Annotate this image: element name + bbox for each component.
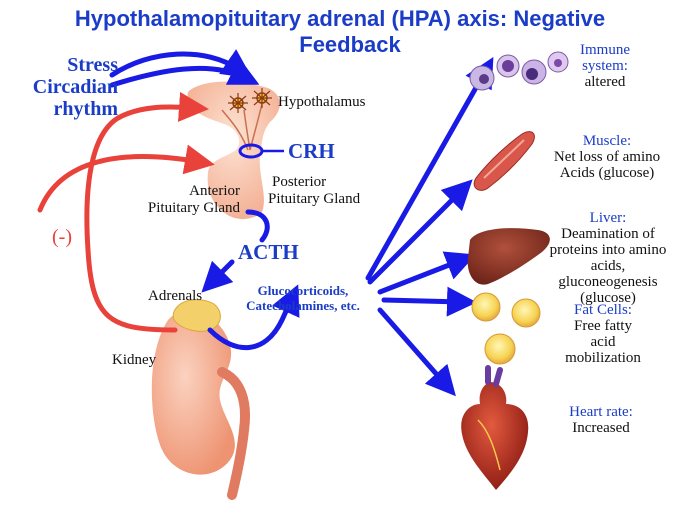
immune-heading: Immune — [580, 42, 630, 58]
stressors-label: Stress Circadian rhythm — [14, 54, 118, 120]
kidney-label: Kidney — [112, 352, 157, 368]
fat-effect-label: Fat Cells: Free fatty acid mobilization — [548, 302, 658, 366]
liver-text-4: gluconeogenesis — [558, 274, 658, 290]
hypothalamus-label: Hypothalamus — [278, 94, 366, 110]
arrow-to-liver — [377, 251, 476, 295]
arrow-to-muscle — [367, 179, 473, 285]
glucocorticoids-label: Glucocorticoids, — [257, 283, 349, 298]
neuron-star-icon — [252, 88, 272, 108]
feedback-to-pituitary-arrow — [37, 144, 215, 213]
crh-label: CRH — [288, 139, 335, 163]
kidney-illustration — [151, 299, 250, 500]
diagram-title: Hypothalamopituitary adrenal (HPA) axis:… — [0, 6, 680, 58]
title-line-2: Feedback — [299, 32, 401, 57]
anterior-pituitary-label: Anterior Pituitary Gland — [112, 183, 252, 217]
muscle-text-1: Net loss of amino — [553, 149, 661, 165]
muscle-effect-label: Muscle: Net loss of amino Acids (glucose… — [536, 133, 678, 181]
posterior-line-1: Posterior — [272, 174, 327, 190]
immune-heading-2: system: — [582, 58, 628, 74]
liver-heading: Liver: — [589, 210, 627, 226]
hormones-label: Glucocorticoids, Catecholamines, etc. — [224, 283, 382, 313]
immune-text: altered — [584, 74, 626, 90]
anterior-line-1: Anterior — [189, 183, 240, 199]
catecholamines-label: Catecholamines, etc. — [246, 298, 360, 313]
hypothalamus-pituitary-illustration — [187, 81, 284, 220]
title-line-1: Hypothalamopituitary adrenal (HPA) axis:… — [74, 6, 606, 31]
liver-text-3: acids, — [590, 258, 626, 274]
heart-heading: Heart rate: — [569, 404, 633, 420]
muscle-text-2: Acids (glucose) — [559, 165, 655, 181]
arrow-to-immune — [365, 56, 494, 281]
adrenals-label: Adrenals — [148, 288, 203, 304]
posterior-line-2: Pituitary Gland — [268, 191, 361, 207]
arrow-to-fat — [381, 286, 477, 317]
fat-heading: Fat Cells: — [574, 302, 632, 318]
circadian-label: Circadian — [32, 76, 118, 98]
acth-release-arrow — [245, 209, 270, 243]
circadian-arrow — [109, 49, 253, 79]
acth-to-adrenals-arrow — [201, 259, 235, 293]
feedback-to-hypothalamus-arrow — [84, 91, 209, 333]
fat-text-2: acid — [590, 334, 616, 350]
acth-label: ACTH — [238, 240, 299, 264]
liver-text-2: proteins into amino — [549, 242, 667, 258]
fat-text-3: mobilization — [565, 350, 641, 366]
anterior-line-2: Pituitary Gland — [147, 200, 240, 216]
immune-cells-illustration — [469, 51, 569, 91]
stress-label: Stress — [67, 54, 118, 76]
negative-feedback-label: (-) — [52, 226, 72, 248]
muscle-illustration — [473, 131, 535, 191]
fat-cells-illustration — [471, 292, 541, 365]
posterior-pituitary-label: Posterior Pituitary Gland — [268, 174, 388, 208]
heart-effect-label: Heart rate: Increased — [546, 404, 656, 436]
adrenals-output-arrow — [207, 284, 300, 351]
liver-text-5: (glucose) — [580, 290, 636, 306]
heart-text: Increased — [572, 420, 630, 436]
immune-effect-label: Immune system: altered — [560, 42, 650, 90]
liver-illustration — [467, 228, 550, 285]
heart-illustration — [461, 365, 529, 490]
neuron-star-icon — [228, 93, 248, 113]
rhythm-label: rhythm — [53, 98, 118, 120]
arrow-to-heart — [377, 307, 456, 397]
liver-effect-label: Liver: Deamination of proteins into amin… — [536, 210, 680, 306]
muscle-heading: Muscle: — [582, 133, 632, 149]
liver-text-1: Deamination of — [561, 226, 655, 242]
fat-text-1: Free fatty — [574, 318, 632, 334]
